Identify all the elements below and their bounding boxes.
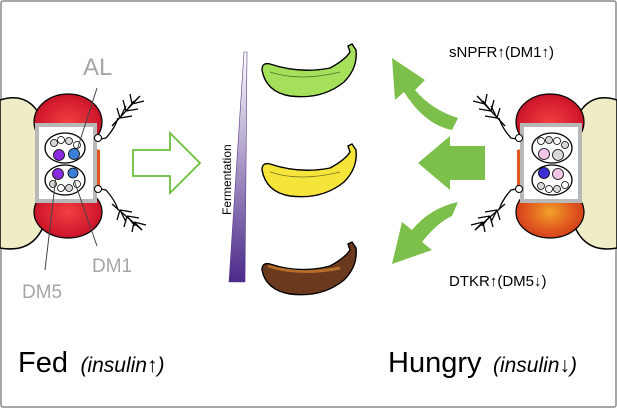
arrow-to-overripe bbox=[392, 202, 458, 264]
fed-antennal-lobe-bottom bbox=[44, 164, 86, 196]
fed-insulin-text: (insulin↑) bbox=[80, 354, 164, 377]
hungry-main-text: Hungry bbox=[388, 347, 482, 379]
arrow-to-unripe bbox=[392, 58, 458, 130]
dm5-leader-line bbox=[44, 175, 57, 271]
snpfr-label: sNPFR↑(DM1↑) bbox=[449, 44, 554, 61]
hungry-solid-arrows bbox=[392, 58, 485, 264]
fed-fly-head bbox=[0, 87, 147, 271]
dtkr-label: DTKR↑(DM5↓) bbox=[449, 273, 547, 290]
fed-antenna-bottom bbox=[94, 187, 147, 233]
fed-antenna-top bbox=[94, 93, 145, 141]
fed-antennal-lobe-top bbox=[44, 132, 86, 164]
fermentation-label: Fermentation bbox=[220, 144, 234, 215]
hungry-antenna-top bbox=[472, 93, 523, 141]
hungry-antennal-lobe-bottom bbox=[531, 164, 573, 196]
arrow-to-ripe bbox=[418, 136, 485, 190]
fed-hollow-arrow bbox=[132, 130, 202, 196]
hungry-dm1-glomerulus bbox=[538, 148, 550, 160]
fed-dm5-glomerulus-top bbox=[53, 149, 65, 161]
hungry-insulin-text: (insulin↓) bbox=[493, 354, 577, 377]
fermentation-gradient-wedge bbox=[228, 51, 248, 283]
dm5-label: DM5 bbox=[22, 282, 62, 303]
fed-state-label: Fed (insulin↑) bbox=[18, 347, 164, 379]
banana-ripe bbox=[261, 143, 357, 198]
hungry-antenna-bottom bbox=[470, 187, 523, 233]
fed-dm1-glomerulus bbox=[68, 148, 80, 160]
hungry-antennal-lobe-top bbox=[531, 132, 573, 164]
al-label: AL bbox=[83, 54, 112, 81]
banana-unripe bbox=[261, 43, 357, 98]
dm1-leader-line bbox=[73, 179, 98, 247]
hungry-fly-head bbox=[470, 93, 617, 250]
dm1-label: DM1 bbox=[92, 256, 132, 277]
al-leader-line bbox=[76, 87, 98, 151]
fed-main-text: Fed bbox=[18, 347, 68, 379]
hungry-state-label: Hungry (insulin↓) bbox=[388, 347, 577, 379]
fed-dm5-glomerulus-bottom bbox=[52, 168, 64, 180]
banana-overripe bbox=[261, 241, 357, 296]
hungry-dm5-glomerulus bbox=[538, 167, 550, 179]
